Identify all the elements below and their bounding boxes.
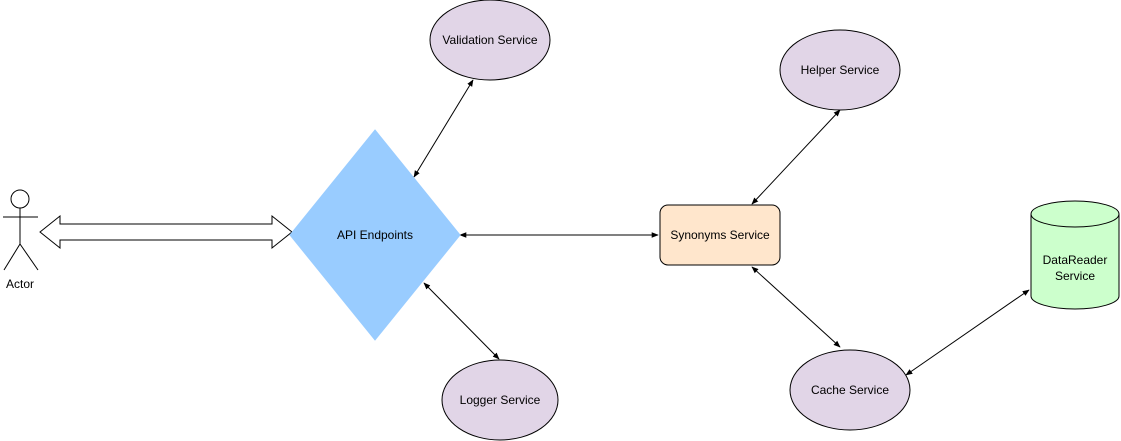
- connector-api-validation[interactable]: [413, 79, 474, 178]
- logger-service-label: Logger Service: [460, 393, 541, 407]
- actor[interactable]: [3, 189, 39, 271]
- connector-api-logger[interactable]: [423, 282, 500, 360]
- actor-head-icon: [10, 189, 30, 209]
- api-endpoints-diamond[interactable]: [289, 129, 461, 341]
- datareader-service-label-line1: DataReader: [1043, 253, 1108, 267]
- connectors: [413, 79, 1030, 376]
- synonyms-service-box[interactable]: [659, 204, 781, 266]
- logger-service-ellipse[interactable]: [441, 359, 559, 441]
- datareader-service-cylinder[interactable]: [1030, 200, 1120, 310]
- datareader-service-label-line2: Service: [1055, 269, 1095, 283]
- validation-service-label: Validation Service: [442, 33, 537, 47]
- connector-synonyms-cache[interactable]: [751, 266, 841, 348]
- actor-label: Actor: [6, 277, 34, 291]
- helper-service-label: Helper Service: [801, 63, 880, 77]
- connector-cache-datareader[interactable]: [905, 289, 1030, 376]
- synonyms-service-label: Synonyms Service: [670, 228, 770, 242]
- api-endpoints-label: API Endpoints: [337, 228, 413, 242]
- connector-synonyms-helper[interactable]: [751, 109, 841, 205]
- actor-api-double-arrow[interactable]: [39, 214, 293, 250]
- helper-service-ellipse[interactable]: [779, 29, 901, 111]
- validation-service-ellipse[interactable]: [429, 0, 551, 81]
- cache-service-label: Cache Service: [811, 383, 889, 397]
- cache-service-ellipse[interactable]: [789, 349, 911, 431]
